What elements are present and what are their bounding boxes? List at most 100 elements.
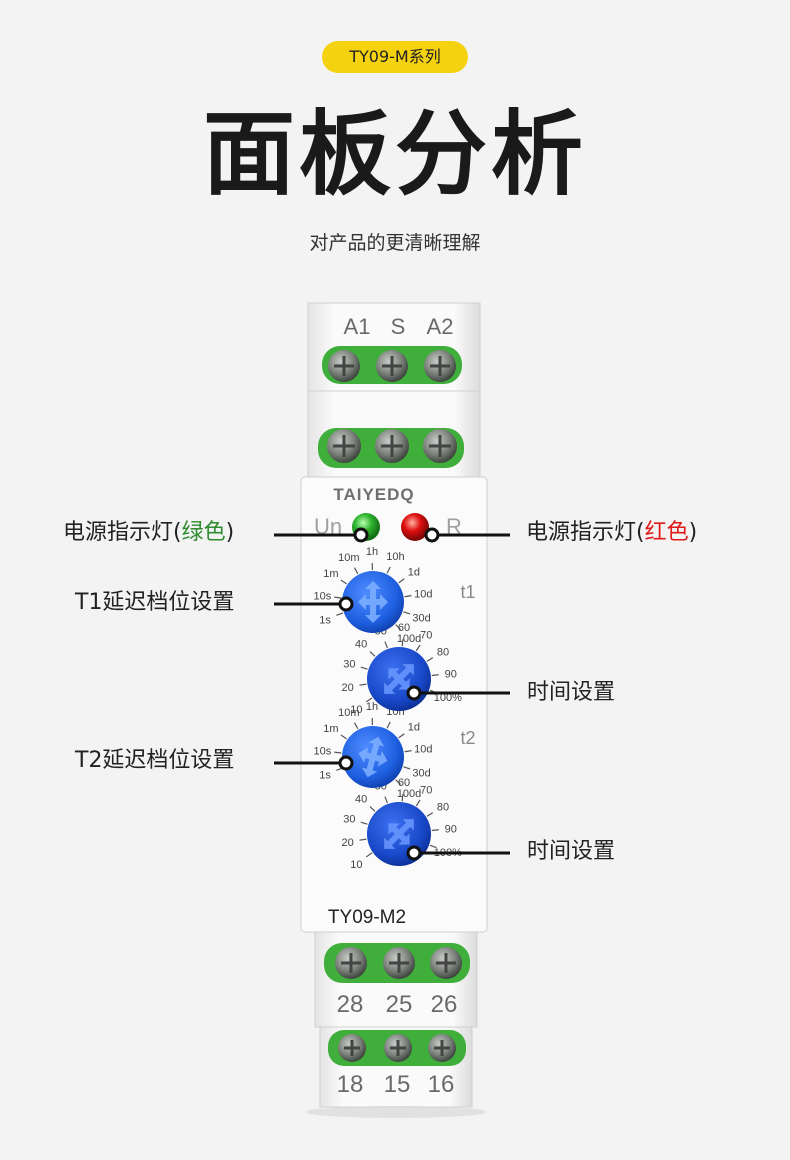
percent-scale-label: 70 xyxy=(420,630,432,642)
range-scale-label: 1s xyxy=(319,769,331,781)
led-label-r: R xyxy=(446,514,462,539)
terminal-screw xyxy=(327,429,361,463)
range-scale-tick xyxy=(334,596,342,599)
terminal-label-18: 18 xyxy=(337,1071,364,1098)
range-scale-label: 30d xyxy=(412,613,430,625)
percent-scale-tick xyxy=(429,844,437,849)
terminal-label-16: 16 xyxy=(428,1071,455,1098)
percent-scale-label: 30 xyxy=(343,814,355,826)
range-scale-label: 10h xyxy=(386,551,404,563)
range-scale-label: 1d xyxy=(408,567,420,579)
percent-scale-label: 90 xyxy=(445,823,457,835)
model-label: TY09-M2 xyxy=(328,907,406,928)
percent-scale-tick xyxy=(401,639,404,647)
t1-label: t1 xyxy=(460,582,475,602)
range-scale-tick xyxy=(398,578,405,584)
callout-leader-lines xyxy=(274,527,510,861)
page-title: 面板分析 xyxy=(202,101,587,208)
range-scale-label: 10d xyxy=(414,744,432,756)
terminal-label-28: 28 xyxy=(337,991,364,1018)
percent-scale-tick xyxy=(369,806,376,812)
percent-scale-label: 90 xyxy=(445,668,457,680)
percent-scale-label: 100% xyxy=(434,692,462,704)
percent-scale-tick xyxy=(415,799,421,807)
percent-scale-label: 40 xyxy=(355,793,367,805)
range-scale-tick xyxy=(395,779,402,786)
percent-scale-label: 70 xyxy=(420,785,432,797)
callout-power-led-green: 电源指示灯(绿色) xyxy=(63,520,235,545)
callout-time-set-2: 时间设置 xyxy=(527,839,616,864)
range-scale-label: 10m xyxy=(338,552,359,564)
range-scale-tick xyxy=(403,611,411,615)
range-scale-tick xyxy=(404,595,412,598)
range-scale-tick xyxy=(403,766,411,770)
terminal-screw xyxy=(383,947,415,979)
percent-scale-tick xyxy=(365,852,373,858)
terminal-label-a1: A1 xyxy=(344,314,371,339)
range-scale-tick xyxy=(340,579,347,585)
range-scale-tick xyxy=(386,566,391,574)
terminal-label-26: 26 xyxy=(431,991,458,1018)
percent-scale-label: 10 xyxy=(350,704,362,716)
percent-scale-tick xyxy=(369,651,376,657)
percent-scale-tick xyxy=(426,657,434,662)
terminal-screw xyxy=(335,947,367,979)
callout-t1-range: T1延迟档位设置 xyxy=(75,590,235,615)
bottom-terminal-block-2: 18 15 16 xyxy=(319,1026,473,1108)
percent-scale-label: 10 xyxy=(350,859,362,871)
t2-time-knob[interactable] xyxy=(367,802,431,866)
range-scale-label: 1h xyxy=(366,701,378,713)
percent-scale-tick xyxy=(384,796,388,804)
percent-scale-label: 60 xyxy=(398,622,410,634)
terminal-label-a2: A2 xyxy=(427,314,454,339)
callout-time-set-1: 时间设置 xyxy=(527,680,616,705)
range-scale-label: 30d xyxy=(412,768,430,780)
terminal-screw xyxy=(376,350,408,382)
range-scale-label: 10s xyxy=(314,746,332,758)
percent-scale-label: 30 xyxy=(343,659,355,671)
range-scale-tick xyxy=(340,734,347,740)
range-scale-label: 1h xyxy=(366,546,378,558)
percent-scale-tick xyxy=(365,697,373,703)
percent-scale-label: 20 xyxy=(341,682,353,694)
percent-scale-tick xyxy=(384,641,388,649)
percent-scale-tick xyxy=(359,683,367,686)
range-scale-tick xyxy=(353,722,359,730)
second-terminal-block xyxy=(307,390,481,478)
percent-scale-label: 20 xyxy=(341,837,353,849)
percent-scale-tick xyxy=(426,812,434,817)
range-scale-tick xyxy=(404,750,412,753)
t1-range-knob[interactable] xyxy=(342,571,404,633)
callout-power-led-red: 电源指示灯(红色) xyxy=(526,520,698,545)
range-scale-label: 1d xyxy=(408,722,420,734)
callout-t2-range: T2延迟档位设置 xyxy=(75,748,235,773)
percent-scale-tick xyxy=(360,821,368,825)
percent-scale-label: 80 xyxy=(437,801,449,813)
range-scale-label: 1m xyxy=(323,723,338,735)
range-scale-tick xyxy=(334,751,342,754)
range-scale-label: 10m xyxy=(338,707,359,719)
terminal-screw xyxy=(423,429,457,463)
red-output-led xyxy=(401,513,429,541)
percent-scale-tick xyxy=(401,794,404,802)
range-scale-label: 10s xyxy=(314,591,332,603)
terminal-label-s: S xyxy=(391,314,406,339)
percent-scale-tick xyxy=(431,829,439,832)
top-terminal-block: A1 S A2 xyxy=(307,302,481,392)
terminal-screw xyxy=(424,350,456,382)
t2-percent-scale: 102030405060708090100% xyxy=(341,777,462,871)
percent-scale-tick xyxy=(360,666,368,670)
terminal-screw xyxy=(384,1034,412,1062)
t2-range-knob[interactable] xyxy=(342,726,404,788)
range-scale-label: 100d xyxy=(397,788,421,800)
terminal-label-25: 25 xyxy=(386,991,413,1018)
range-scale-label: 100d xyxy=(397,633,421,645)
range-scale-tick xyxy=(353,567,359,575)
t1-time-knob[interactable] xyxy=(367,647,431,711)
percent-scale-tick xyxy=(415,644,421,652)
terminal-label-15: 15 xyxy=(384,1071,411,1098)
percent-scale-label: 60 xyxy=(398,777,410,789)
